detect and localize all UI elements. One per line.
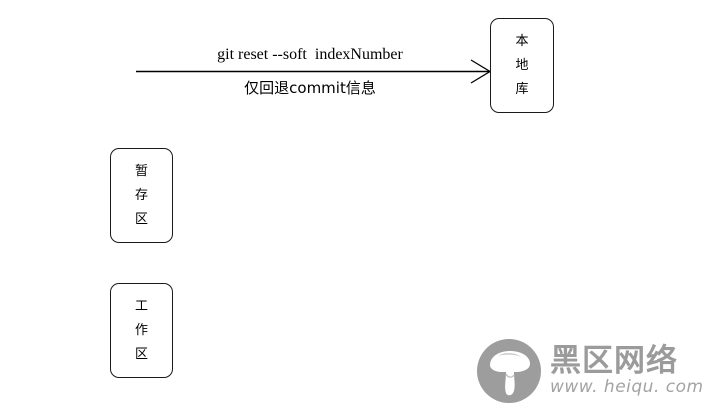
- arrow-label-command: git reset --soft indexNumber: [217, 46, 403, 63]
- node-local-repository-char: 地: [515, 58, 529, 73]
- watermark-text: 黑区网络 www. heiqu. com: [550, 345, 704, 397]
- arrow-label-description: 仅回退commit信息: [244, 79, 376, 97]
- node-local-repository[interactable]: 本 地 库: [490, 18, 554, 113]
- node-staging-area[interactable]: 暂 存 区: [110, 148, 173, 243]
- watermark-url: www. heiqu. com: [550, 377, 704, 398]
- node-staging-area-char: 存: [134, 188, 148, 203]
- node-staging-area-char: 暂: [134, 164, 148, 179]
- node-staging-area-char: 区: [134, 212, 148, 227]
- node-working-area-char: 区: [134, 347, 148, 362]
- node-local-repository-char: 本: [515, 34, 529, 49]
- watermark: 黑区网络 www. heiqu. com: [476, 336, 705, 406]
- node-working-area-char: 作: [134, 323, 148, 338]
- node-local-repository-char: 库: [515, 82, 529, 97]
- arrow-head-icon: [470, 59, 492, 84]
- node-working-area[interactable]: 工 作 区: [110, 283, 173, 378]
- node-working-area-char: 工: [134, 299, 148, 314]
- mushroom-icon: [477, 339, 541, 403]
- watermark-site-name: 黑区网络: [550, 342, 678, 379]
